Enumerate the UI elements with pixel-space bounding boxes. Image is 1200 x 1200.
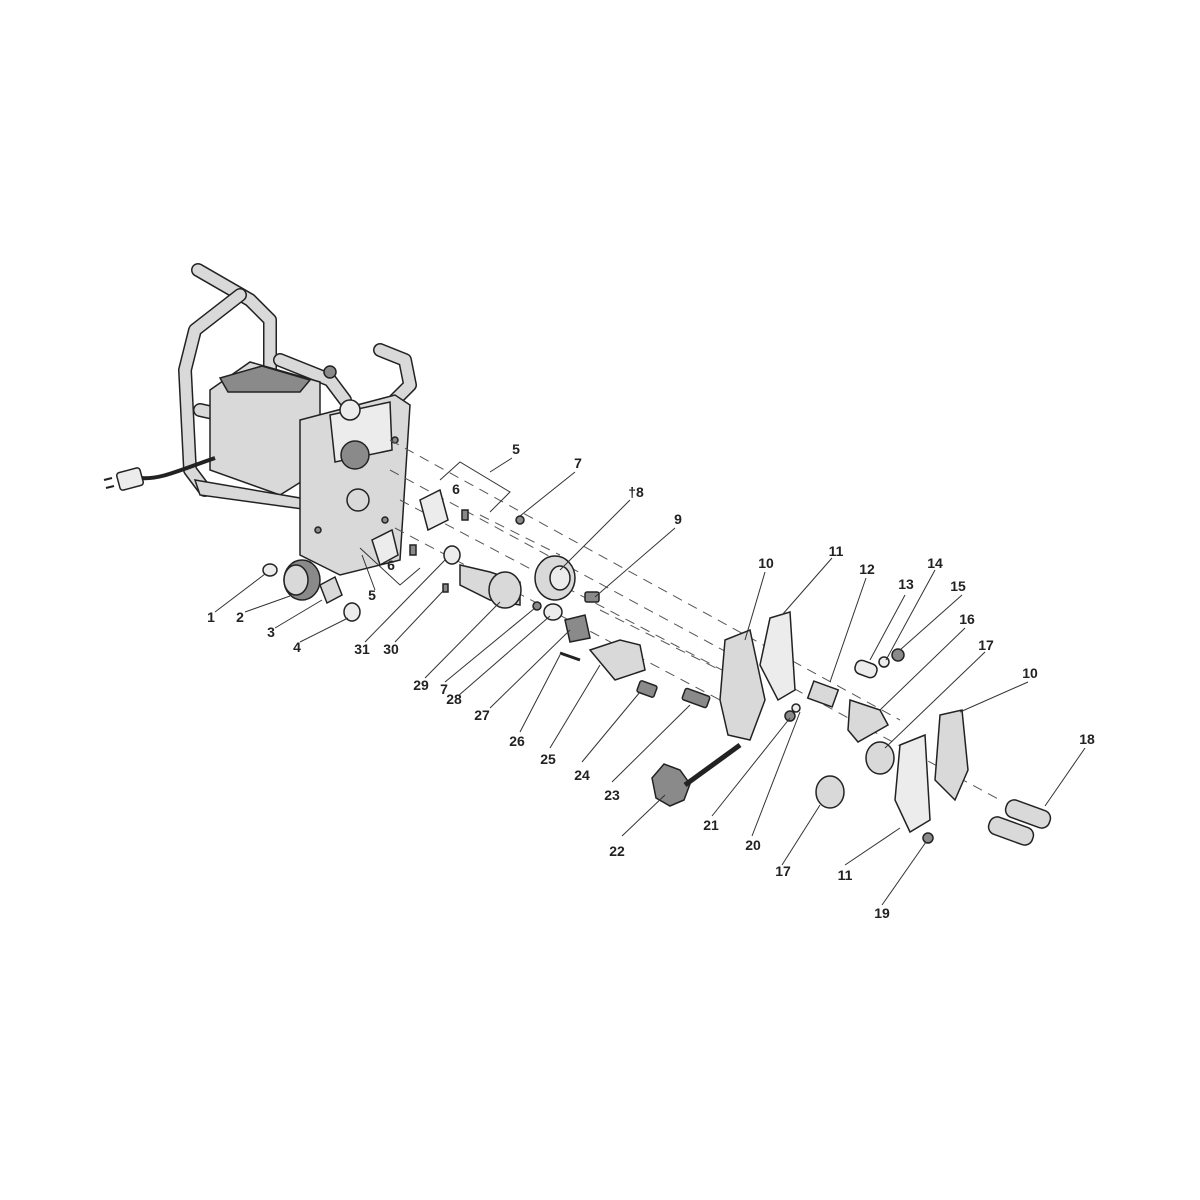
callout-labels: 1 2 3 4 5 5 6 6 7 7 †8 9 10 10 11 11 12 … [207,441,1095,921]
part-3-bushing [319,575,343,605]
machine-assembly [103,263,417,576]
part-5-plate-upper [419,488,449,532]
part-15-nut [891,648,905,662]
part-17-roller-upper [865,741,895,775]
part-24-bolt [636,680,658,698]
part-25-bracket [588,639,646,681]
part-23-bolt [681,687,711,709]
alignment-lines [389,439,1001,801]
part-30-pin [442,583,449,593]
part-29-shaft [459,564,522,609]
part-21-washer [791,703,801,713]
callout-7-upper: 7 [574,455,582,471]
callout-14: 14 [927,555,943,571]
callout-7-lower: 7 [440,681,448,697]
part-12-block [806,680,840,708]
part-4-ring [343,602,361,622]
callout-10-upper: 10 [758,555,774,571]
callout-18: 18 [1079,731,1095,747]
callout-5-lower: 5 [368,587,376,603]
callout-10-lower: 10 [1022,665,1038,681]
part-6-screw-lower [409,544,417,556]
callout-28: 28 [446,691,462,707]
callout-1: 1 [207,609,215,625]
part-1-ring [262,563,278,577]
callout-29: 29 [413,677,429,693]
part-10-plate-lower [934,709,969,802]
callout-12: 12 [859,561,875,577]
callout-24: 24 [574,767,590,783]
callout-5-upper: 5 [512,441,520,457]
callout-22: 22 [609,843,625,859]
callout-15: 15 [950,578,966,594]
part-28-washer [543,603,563,621]
callout-20: 20 [745,837,761,853]
part-31-washer [443,545,461,565]
callout-2: 2 [236,609,244,625]
callout-19: 19 [874,905,890,921]
part-17-roller-lower [815,775,845,809]
callout-9: 9 [674,511,682,527]
callout-27: 27 [474,707,490,723]
callout-21: 21 [703,817,719,833]
callout-26: 26 [509,733,525,749]
parts [262,488,1052,846]
part-27-bushing [564,614,591,643]
part-18-roller-lower [987,816,1035,846]
callout-3: 3 [267,624,275,640]
callout-4: 4 [293,639,301,655]
callout-8: †8 [628,484,644,500]
callout-23: 23 [604,787,620,803]
callout-31: 31 [354,641,370,657]
callout-11-lower: 11 [838,867,853,883]
part-11-plate-upper [759,611,796,702]
callout-17-upper: 17 [978,637,994,653]
callout-11-upper: 11 [829,543,844,559]
part-7-nut-upper [515,515,525,525]
part-13-pin [854,659,878,679]
part-5-plate-lower [371,528,399,567]
part-6-screw-upper [461,509,469,521]
part-16-link-arm [847,698,890,743]
part-14-washer [878,656,890,668]
callout-25: 25 [540,751,556,767]
callout-6-lower: 6 [387,557,395,573]
part-18-roller-upper [1004,799,1052,829]
callout-6-upper: 6 [452,481,460,497]
callout-17-lower: 17 [775,863,791,879]
part-10-plate-upper [719,628,766,741]
part-22-handwheel [651,742,742,807]
callout-13: 13 [898,576,914,592]
callout-30: 30 [383,641,399,657]
part-11-plate-lower [894,733,931,834]
part-26-pin [559,651,581,662]
part-19-nut [922,832,934,844]
part-2-gear [283,559,321,601]
part-8-disc [534,555,576,601]
part-9-bolt [584,591,600,603]
callout-brackets [359,461,511,586]
callout-16: 16 [959,611,975,627]
leader-lines [214,457,1086,906]
part-20-nut [784,710,796,722]
